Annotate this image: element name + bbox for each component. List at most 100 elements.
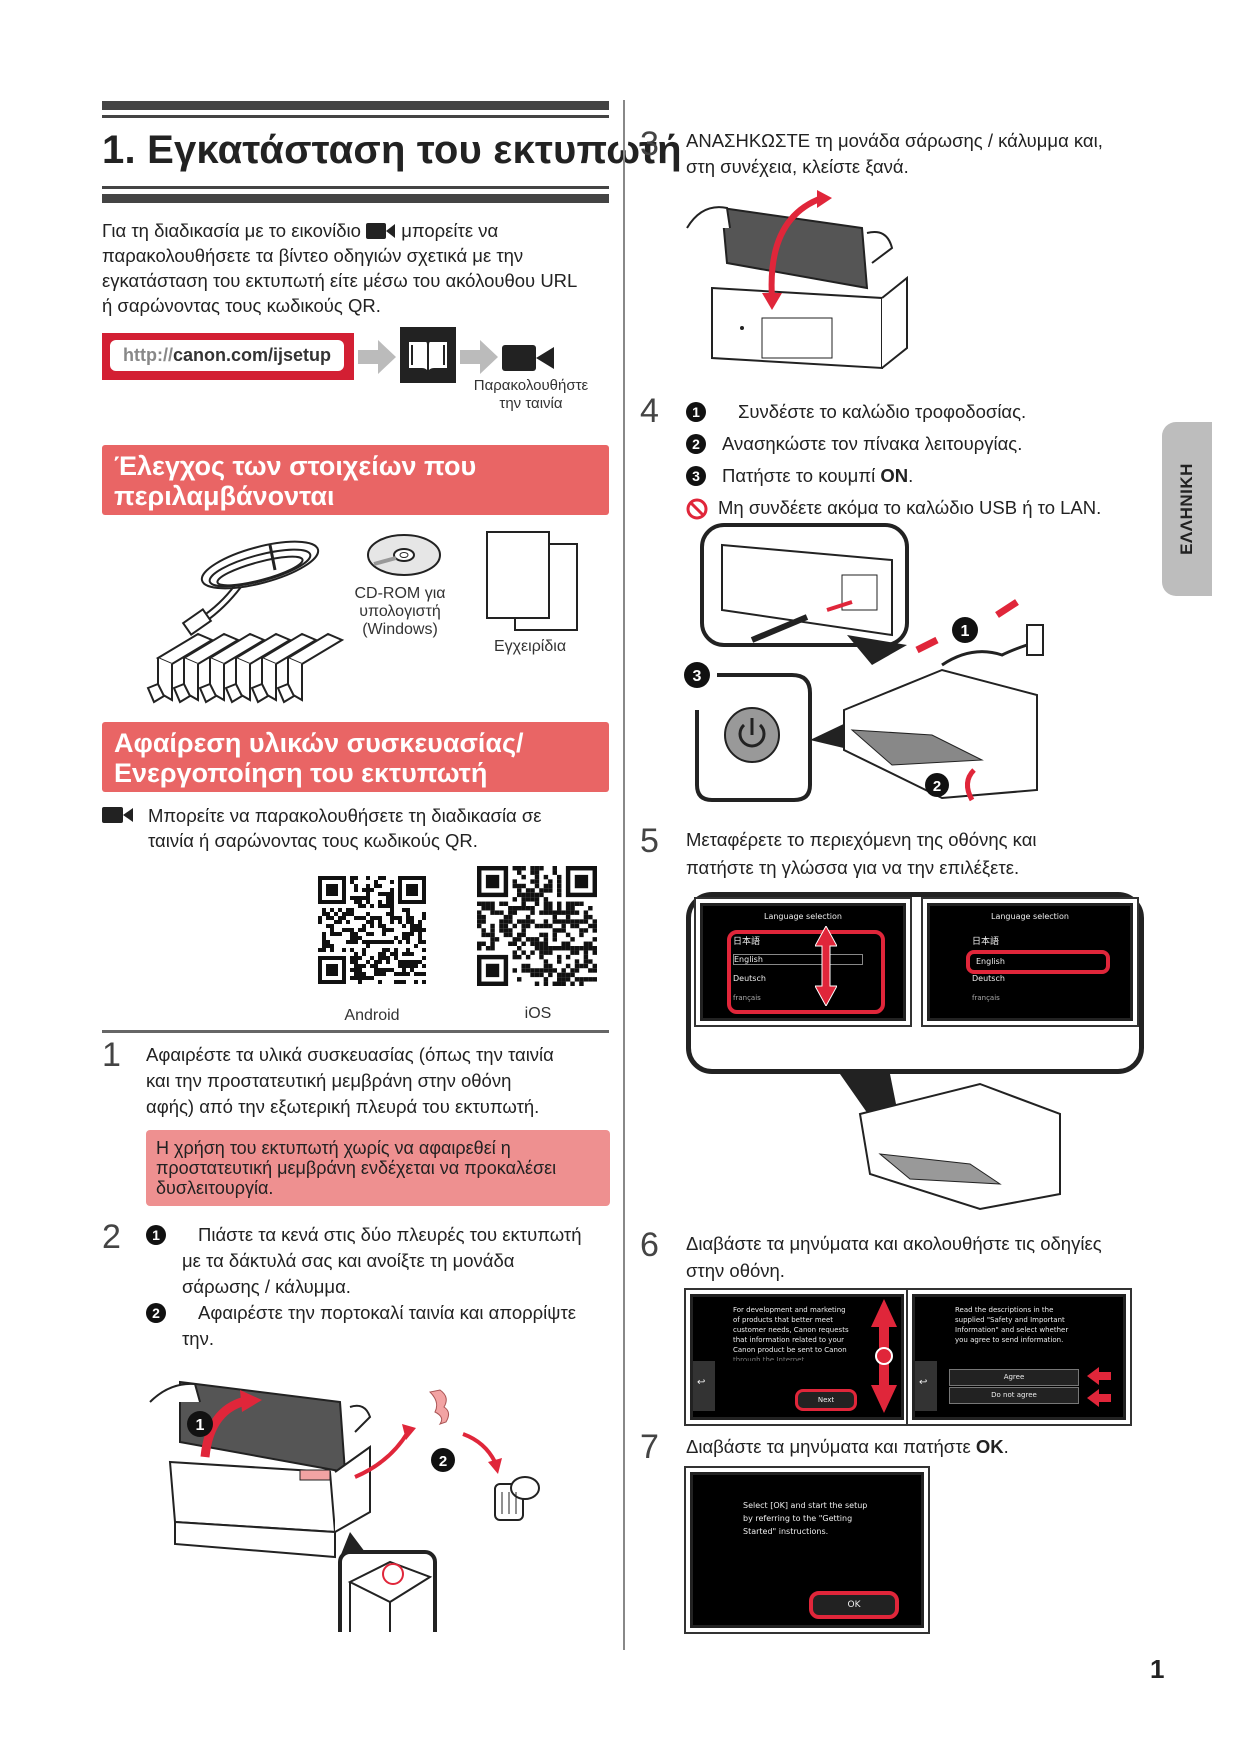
language-option[interactable]: English [733, 954, 863, 965]
qr-finder-pattern [326, 884, 338, 896]
qr-module [370, 916, 374, 920]
qr-module [525, 963, 531, 969]
step-number-7: 7 [640, 1428, 659, 1466]
qr-module [561, 941, 566, 946]
consent-line: of products that better meet [733, 1316, 834, 1324]
qr-finder-pattern [485, 963, 500, 978]
qr-module [485, 946, 491, 951]
qr-module [402, 936, 406, 940]
qr-module [530, 910, 535, 915]
qr-module [539, 941, 544, 946]
qr-module [534, 937, 540, 942]
qr-module [350, 876, 354, 880]
language-option-selected[interactable]: English [966, 950, 1110, 974]
qr-module [592, 950, 597, 955]
qr-module [477, 923, 482, 929]
agree-button[interactable]: Agree [949, 1369, 1079, 1386]
qr-module [583, 910, 589, 915]
qr-module [374, 964, 378, 968]
step-3-text: ΑΝΑΣΗΚΩΣΤΕ τη μονάδα σάρωσης / κάλυμμα κ… [686, 128, 1186, 180]
step-2-text: 1 Πιάστε τα κενά στις δύο πλευρές του εκ… [146, 1222, 626, 1352]
qr-module [592, 937, 597, 942]
ok-button[interactable]: OK [809, 1591, 899, 1619]
qr-module [565, 906, 571, 911]
qr-module [539, 910, 544, 915]
language-option[interactable]: Deutsch [733, 974, 766, 983]
next-button[interactable]: Next [795, 1389, 857, 1411]
qr-module [517, 977, 522, 982]
arrow-right-icon [460, 340, 498, 379]
qr-module [326, 916, 330, 920]
language-tab-label: ΕΛΛΗΝΙΚΗ [1177, 463, 1196, 555]
qr-module [346, 908, 350, 912]
qr-module [539, 968, 544, 973]
url-link[interactable]: http://canon.com/ijsetup [110, 340, 344, 371]
qr-module [494, 910, 500, 915]
banner-contents-line1: Έλεγχος των στοιχείων που [114, 451, 477, 481]
language-option[interactable]: français [733, 994, 761, 1002]
lift-scanner-illustration [682, 188, 922, 393]
language-option[interactable]: 日本語 [972, 937, 1000, 947]
qr-module [521, 932, 526, 938]
qr-module [350, 880, 354, 884]
qr-module [410, 952, 414, 956]
qr-module [378, 900, 382, 904]
back-button[interactable]: ↩ [919, 1377, 928, 1388]
qr-module [534, 941, 540, 946]
qr-module [579, 928, 584, 933]
qr-module [362, 896, 366, 900]
qr-module [370, 920, 374, 924]
qr-module [561, 923, 566, 929]
qr-module [525, 888, 531, 893]
qr-module [362, 924, 366, 928]
qr-module [494, 937, 500, 942]
qr-module [583, 963, 589, 969]
qr-module [370, 888, 374, 892]
qr-module [517, 866, 522, 871]
step-number-2: 2 [102, 1218, 121, 1256]
qr-module [592, 923, 597, 929]
qr-module [390, 880, 394, 884]
qr-module [579, 919, 584, 924]
qr-module [362, 928, 366, 932]
watch-label-1: Παρακολουθήστε [473, 377, 589, 394]
qr-module [350, 928, 354, 932]
qr-module [366, 888, 370, 892]
video-note: Μπορείτε να παρακολουθήσετε τη διαδικασί… [148, 803, 618, 853]
qr-module [508, 910, 513, 915]
cd-rom-caption: CD-ROM για υπολογιστή (Windows) [340, 585, 460, 639]
step-2-sub2-line: Αφαιρέστε την πορτοκαλί ταινία και απορρ… [198, 1302, 577, 1323]
qr-module [570, 981, 575, 986]
warning-line: δυσλειτουργία. [156, 1178, 274, 1198]
qr-code-android[interactable] [318, 876, 426, 984]
qr-module [539, 892, 544, 898]
qr-module [557, 906, 562, 911]
qr-module [358, 904, 362, 908]
qr-module [354, 936, 358, 940]
qr-module [358, 972, 362, 976]
qr-module [561, 968, 566, 973]
qr-module [525, 919, 531, 924]
qr-module [330, 948, 334, 952]
language-option[interactable]: Deutsch [972, 974, 1005, 983]
svg-text:1: 1 [196, 1417, 205, 1434]
qr-module [583, 928, 589, 933]
do-not-agree-button[interactable]: Do not agree [949, 1387, 1079, 1404]
qr-module [390, 892, 394, 896]
qr-module [565, 972, 571, 978]
warning-line: προστατευτική μεμβράνη ενδέχεται να προκ… [156, 1158, 557, 1178]
qr-module [583, 919, 589, 924]
qr-module [390, 904, 394, 908]
qr-module [557, 874, 562, 880]
back-button[interactable]: ↩ [697, 1377, 706, 1388]
qr-module [570, 950, 575, 955]
qr-module [521, 941, 526, 946]
language-option[interactable]: 日本語 [733, 937, 761, 947]
language-option[interactable]: français [972, 994, 1000, 1002]
qr-module [390, 940, 394, 944]
qr-code-ios[interactable] [477, 866, 597, 986]
qr-module [378, 924, 382, 928]
qr-module [378, 916, 382, 920]
qr-module [422, 972, 426, 976]
qr-module [557, 919, 562, 924]
